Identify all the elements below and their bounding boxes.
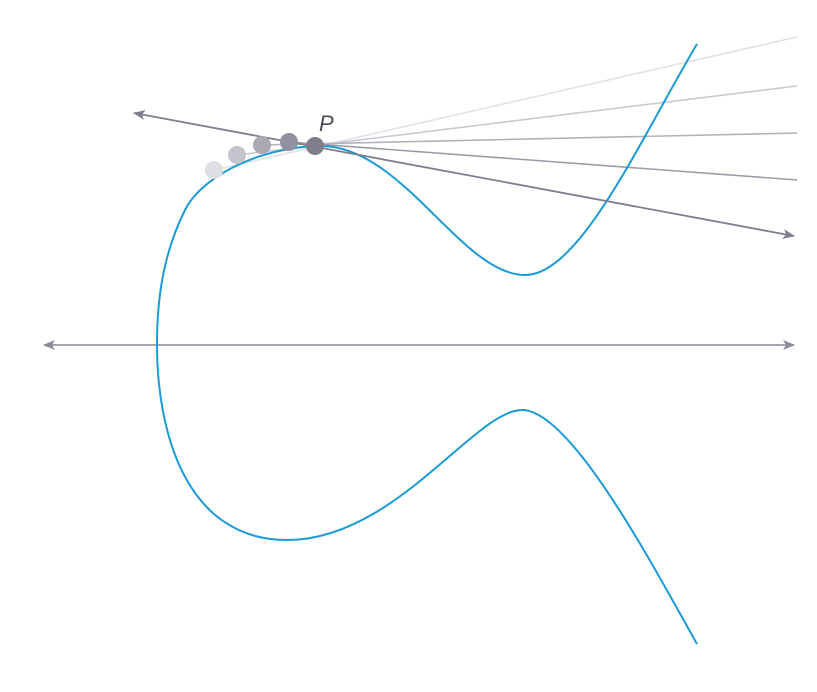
secant-line-1 bbox=[213, 36, 798, 171]
point-p-label: P bbox=[319, 111, 334, 136]
approach-point-2 bbox=[228, 146, 246, 164]
approach-point-1 bbox=[205, 161, 223, 179]
approach-point-4 bbox=[280, 133, 298, 151]
secant-line-4 bbox=[288, 141, 798, 181]
secant-lines bbox=[213, 36, 798, 181]
tangent-line bbox=[133, 110, 795, 239]
point-p bbox=[306, 137, 324, 155]
approach-point-3 bbox=[253, 136, 271, 154]
elliptic-curve bbox=[155, 43, 698, 645]
approach-points bbox=[205, 133, 298, 179]
secant-line-3 bbox=[261, 132, 798, 146]
